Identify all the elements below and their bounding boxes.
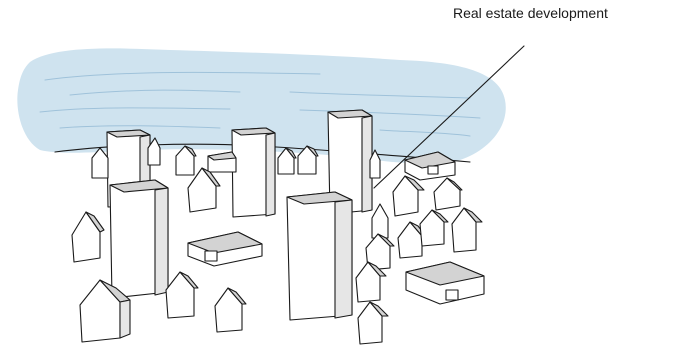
tower-front-center [287, 192, 352, 320]
house-right-6 [452, 208, 482, 252]
house-right-5 [420, 210, 448, 246]
house-right-2 [434, 178, 462, 210]
tower-back-center [232, 128, 275, 217]
house-shore-3 [176, 146, 196, 175]
house-left-1 [72, 212, 104, 262]
house-right-9 [358, 302, 388, 344]
house-right-1 [393, 176, 424, 216]
house-front-3 [215, 288, 246, 332]
house-right-3 [372, 204, 388, 238]
house-front-2 [166, 272, 198, 318]
house-shore-1 [92, 148, 108, 178]
tower-front-left [110, 180, 168, 298]
low-building-far-right [406, 262, 484, 304]
low-building-center [188, 232, 262, 266]
house-shore-4 [208, 152, 236, 172]
